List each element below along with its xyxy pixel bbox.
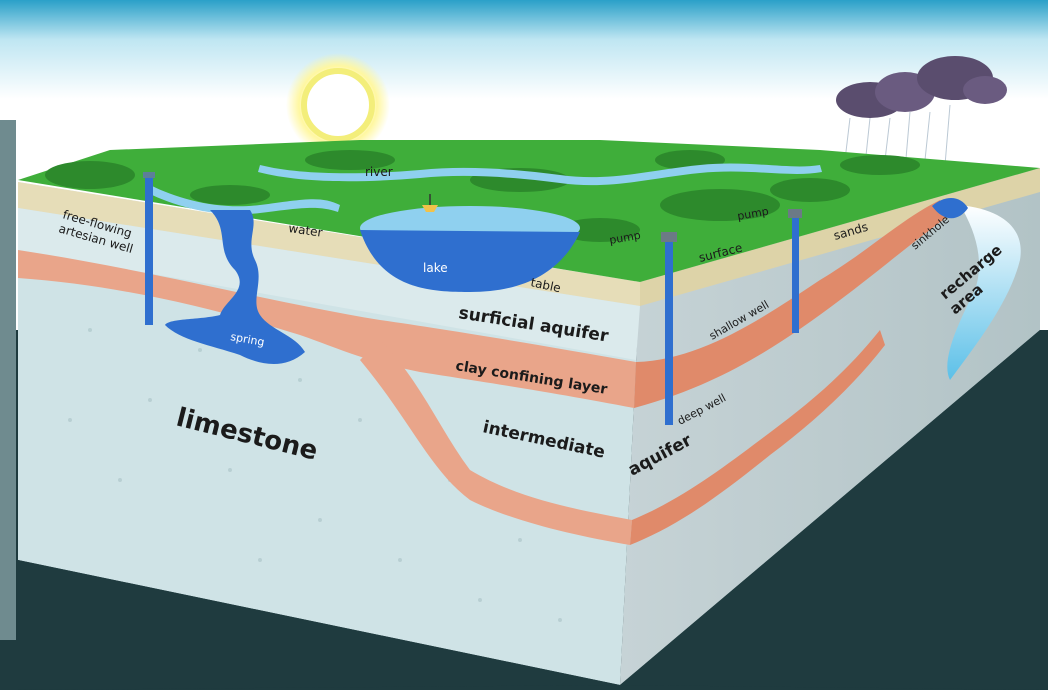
rain-cloud-icon [836,56,1007,171]
label-lake: lake [423,261,448,275]
recharge-area [947,205,1021,380]
surficial-aquifer-band [18,208,640,360]
clay-layer-right-lower [630,330,885,545]
pump-right-icon [788,209,802,218]
clay-layer-front [18,250,636,408]
label-table: table [529,275,562,295]
river-branch [148,185,340,215]
artesian-well [145,175,153,325]
artesian-well-cap [143,172,155,178]
spring-water [165,210,305,365]
label-pump-left: pump [608,229,641,247]
bottom-dark-right [620,330,1048,690]
sun-disc [301,68,375,142]
river [258,163,822,186]
pump-left-icon [661,232,677,242]
left-edge-strip [0,120,16,640]
right-face-limestone [620,168,1040,685]
boat-icon [422,205,438,212]
clay-layer-branch [360,340,632,545]
bottom-dark-left [18,560,620,690]
deep-well [665,240,673,425]
label-spring: spring [229,330,265,349]
sinkhole [932,197,968,219]
shallow-well [792,215,799,333]
label-water: water [288,221,324,240]
label-pump-right: pump [736,205,769,223]
lake-body [360,230,580,292]
label-river: river [365,165,393,179]
